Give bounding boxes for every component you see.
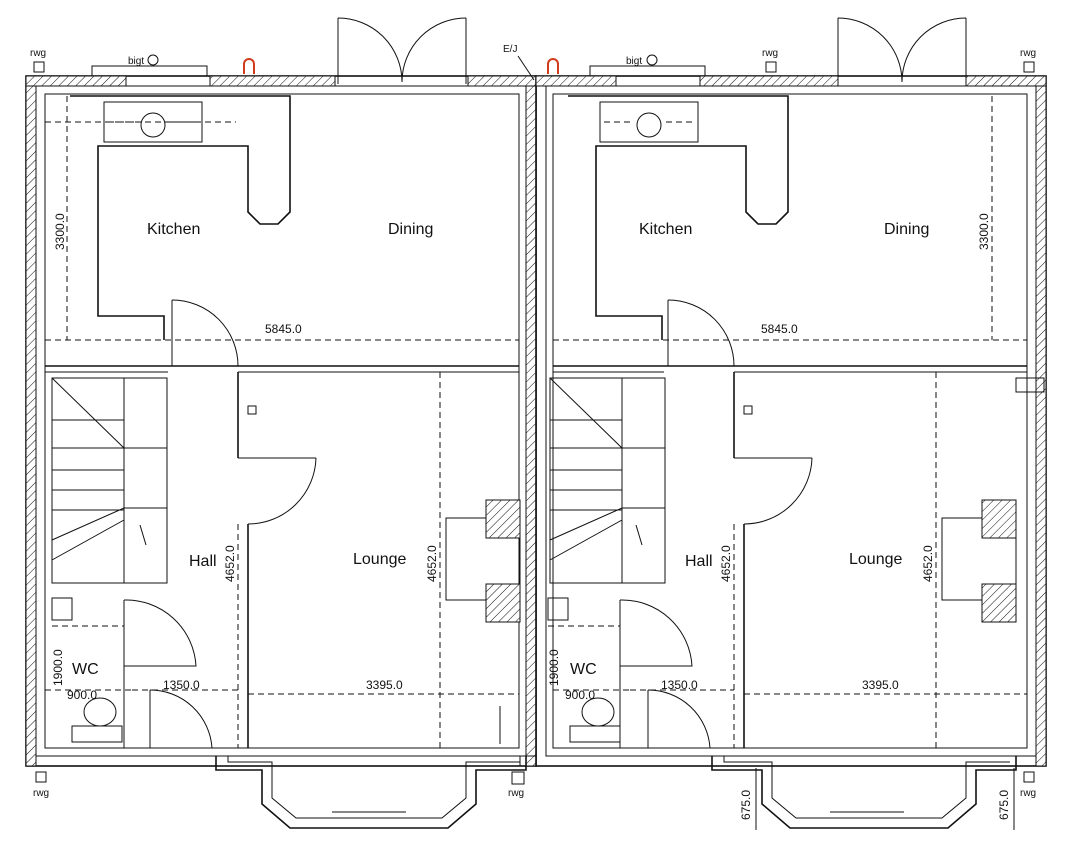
inner-face — [44, 93, 520, 749]
basin-icon — [51, 597, 73, 621]
boiler-symbol — [646, 54, 658, 66]
sink-bowl-icon — [140, 112, 166, 138]
gas-meter-icon — [547, 58, 559, 74]
wall-hatch-right — [1035, 75, 1047, 767]
front-door — [149, 689, 213, 749]
lounge-door — [247, 457, 317, 525]
french-doors — [837, 17, 967, 84]
dim-lounge-depth: 4652.0 — [425, 545, 439, 582]
rear-window — [91, 65, 208, 77]
dim-wc-width: 900.0 — [67, 688, 97, 702]
sink-bowl-icon — [636, 112, 662, 138]
sink — [599, 101, 699, 143]
room-label-hall: Hall — [189, 553, 217, 570]
sink — [103, 101, 203, 143]
room-label-lounge: Lounge — [353, 551, 406, 568]
room-label-wc: WC — [570, 661, 597, 678]
wall-hatch-top-c — [467, 75, 537, 87]
dim-rear-depth: 3300.0 — [977, 213, 991, 250]
kitchen-door — [667, 299, 735, 367]
socket-icon — [743, 405, 753, 415]
kitchen-worktop — [568, 95, 789, 340]
rwg-downpipe-icon — [1023, 61, 1035, 73]
rear-window — [589, 65, 706, 77]
chimney-breast — [941, 517, 1017, 601]
toilet-icon — [83, 697, 117, 727]
inner-wall-line — [35, 85, 527, 757]
rwg-label-mid: rwg — [508, 788, 524, 799]
wall-hatch-party — [525, 75, 537, 767]
wall-hatch-left — [25, 75, 37, 767]
dim-hall-depth: 4652.0 — [719, 545, 733, 582]
room-label-kitchen: Kitchen — [639, 221, 692, 238]
flue-hatch-bottom — [485, 583, 521, 623]
dim-bay-depth-left: 675.0 — [739, 790, 753, 820]
staircase — [549, 377, 666, 584]
rwg-downpipe-icon — [33, 61, 45, 73]
dim-hall-width: 1350.0 — [163, 678, 200, 692]
rwg-label-bottom: rwg — [33, 788, 49, 799]
rwg-label-top: rwg — [30, 48, 46, 59]
room-label-hall: Hall — [685, 553, 713, 570]
rwg-downpipe-icon — [511, 771, 525, 785]
rwg-downpipe-icon — [35, 771, 47, 783]
boiler-label: bigt — [626, 56, 642, 67]
dim-bay-depth-right: 675.0 — [997, 790, 1011, 820]
rwg-label-bottom: rwg — [1020, 788, 1036, 799]
wc-door — [619, 599, 693, 667]
kitchen-worktop — [70, 95, 291, 340]
bay-window — [711, 756, 1017, 829]
basin-icon — [547, 597, 569, 621]
dim-width-total: 5845.0 — [761, 322, 798, 336]
dim-width-total: 5845.0 — [265, 322, 302, 336]
socket-icon — [247, 405, 257, 415]
rwg-label-top-right: rwg — [1020, 48, 1036, 59]
lounge-door — [743, 457, 813, 525]
unit-left: bigt rwg rwg — [25, 17, 537, 829]
wall-hatch-top-a — [25, 75, 127, 87]
dim-hall-width: 1350.0 — [661, 678, 698, 692]
dim-rear-depth: 3300.0 — [53, 213, 67, 250]
dim-wc-depth: 1900.0 — [51, 649, 65, 686]
staircase — [51, 377, 168, 584]
expansion-joint-label: E/J — [503, 44, 517, 55]
flue-hatch-bottom — [981, 583, 1017, 623]
air-vent-icon — [1015, 377, 1045, 393]
chimney-breast — [445, 517, 521, 601]
wc-door — [123, 599, 197, 667]
rwg-label-top: rwg — [762, 48, 778, 59]
dim-lounge-depth: 4652.0 — [921, 545, 935, 582]
french-doors — [337, 17, 467, 84]
boiler-label: bigt — [128, 56, 144, 67]
dim-wc-width: 900.0 — [565, 688, 595, 702]
gas-meter-icon — [243, 58, 255, 74]
room-label-kitchen: Kitchen — [147, 221, 200, 238]
dim-hall-depth: 4652.0 — [223, 545, 237, 582]
room-label-dining: Dining — [388, 221, 433, 238]
outer-wall — [25, 75, 537, 767]
rwg-downpipe-icon — [765, 61, 777, 73]
flue-hatch-top — [485, 499, 521, 539]
rwg-downpipe-icon — [1023, 771, 1035, 783]
wall-hatch-top-b — [209, 75, 336, 87]
room-label-lounge: Lounge — [849, 551, 902, 568]
outer-wall — [535, 75, 1047, 767]
dim-lounge-width: 3395.0 — [366, 678, 403, 692]
kitchen-door — [171, 299, 239, 367]
unit-right: bigt rwg rwg rwg — [535, 17, 1047, 830]
room-label-dining: Dining — [884, 221, 929, 238]
dim-wc-depth: 1900.0 — [547, 649, 561, 686]
toilet-icon — [581, 697, 615, 727]
bay-window — [215, 756, 527, 829]
dim-lounge-width: 3395.0 — [862, 678, 899, 692]
front-door — [647, 689, 711, 749]
boiler-symbol — [147, 54, 159, 66]
room-label-wc: WC — [72, 661, 99, 678]
flue-hatch-top — [981, 499, 1017, 539]
